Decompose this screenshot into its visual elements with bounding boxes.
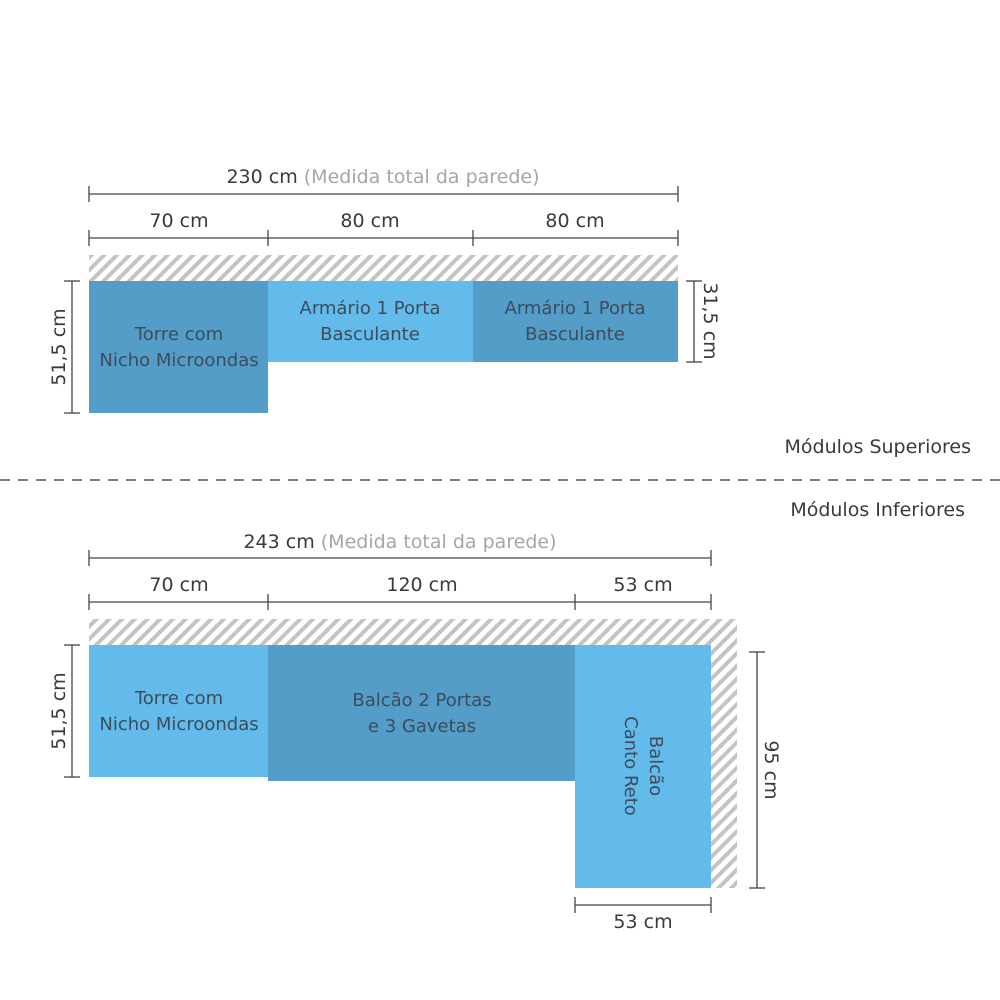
lower-module-balcao-label-1: Balcão 2 Portas — [352, 690, 491, 711]
upper-segment-dimension-line — [88, 230, 679, 246]
upper-module-armario-1-label-1: Armário 1 Porta — [300, 298, 441, 319]
upper-module-torre — [89, 281, 268, 413]
lower-right-height-dimension: 95 cm — [760, 740, 782, 799]
lower-segment-dimension-line — [88, 594, 712, 610]
upper-total-dimension: 230 cm (Medida total da parede) — [226, 166, 539, 188]
upper-wall-hatch — [89, 255, 678, 281]
lower-module-balcao-label-2: e 3 Gavetas — [368, 716, 476, 737]
upper-module-armario-1-label-2: Basculante — [320, 324, 420, 345]
lower-total-dimension-line — [88, 550, 712, 566]
upper-left-height-dimension: 51,5 cm — [48, 308, 70, 385]
lower-segment-3-dimension: 53 cm — [613, 574, 672, 596]
lower-module-torre-label-2: Nicho Microondas — [99, 714, 258, 735]
upper-module-torre-label-2: Nicho Microondas — [99, 350, 258, 371]
lower-total-dimension: 243 cm (Medida total da parede) — [243, 531, 556, 553]
upper-left-height-line — [64, 280, 80, 414]
lower-module-balcao-canto — [575, 645, 711, 888]
upper-module-armario-1 — [268, 281, 473, 362]
lower-module-canto-label-1: Balcão — [645, 736, 666, 796]
lower-bottom-width-dimension: 53 cm — [613, 911, 672, 933]
upper-module-torre-label-1: Torre com — [134, 324, 223, 345]
lower-segment-1-dimension: 70 cm — [149, 574, 208, 596]
lower-module-torre — [89, 645, 268, 777]
upper-total-dimension-line — [88, 186, 679, 202]
lower-right-height-line — [749, 651, 765, 889]
lower-module-torre-label-1: Torre com — [134, 688, 223, 709]
upper-module-armario-2-label-1: Armário 1 Porta — [505, 298, 646, 319]
lower-left-height-line — [64, 644, 80, 778]
upper-right-height-line — [686, 280, 702, 363]
lower-module-canto-label-2: Canto Reto — [620, 716, 641, 816]
lower-module-balcao-2-portas — [268, 645, 575, 781]
upper-module-armario-2 — [473, 281, 678, 362]
upper-segment-3-dimension: 80 cm — [545, 210, 604, 232]
lower-bottom-width-line — [574, 897, 712, 913]
lower-left-height-dimension: 51,5 cm — [48, 672, 70, 749]
lower-section-label: Módulos Inferiores — [790, 499, 965, 521]
upper-module-armario-2-label-2: Basculante — [525, 324, 625, 345]
upper-segment-2-dimension: 80 cm — [340, 210, 399, 232]
lower-segment-2-dimension: 120 cm — [386, 574, 457, 596]
upper-section-label: Módulos Superiores — [784, 436, 971, 458]
upper-right-height-dimension: 31,5 cm — [699, 282, 721, 359]
upper-segment-1-dimension: 70 cm — [149, 210, 208, 232]
